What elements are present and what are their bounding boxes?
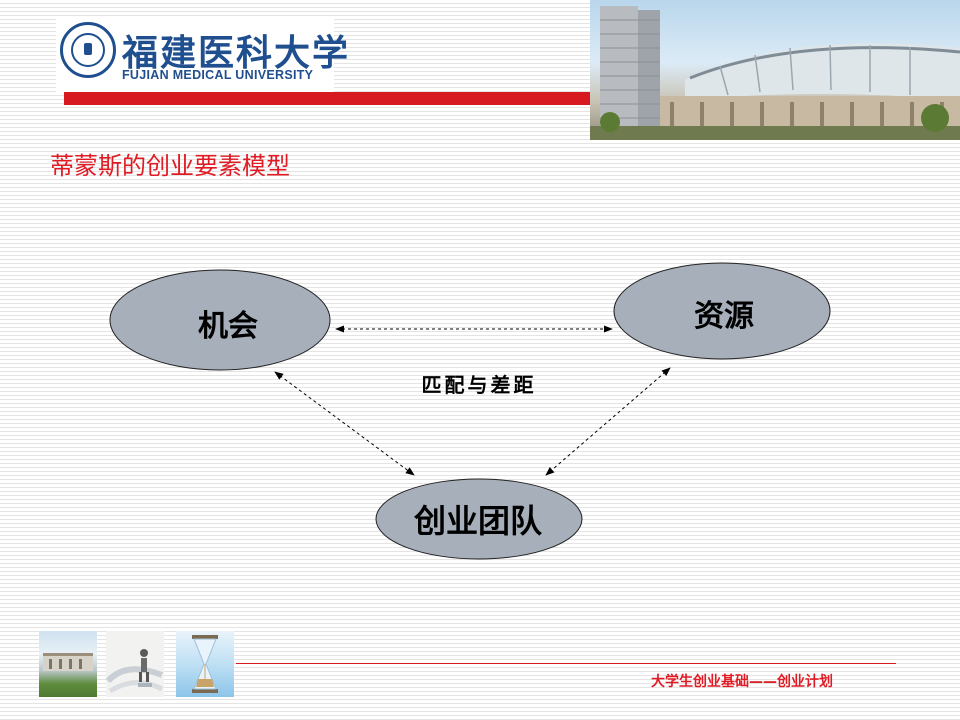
footer-course-title: 大学生创业基础——创业计划 [651,674,833,690]
center-label: 匹配与差距 [422,373,537,397]
footer-hourglass-thumbnail [176,631,234,697]
slide-title: 蒂蒙斯的创业要素模型 [50,152,290,180]
connector-opportunity-team [274,371,415,476]
footer-red-line [236,663,896,664]
footer-figure-thumbnail [106,631,164,697]
node-team: 创业团队 [375,478,583,560]
node-opportunity: 机会 [109,269,331,371]
node-opportunity-label: 机会 [198,309,258,344]
node-team-label: 创业团队 [413,502,543,540]
university-logo: 福建医科大学 FUJIAN MEDICAL UNIVERSITY [56,16,348,92]
node-resources-label: 资源 [694,299,754,334]
university-seal-icon [60,22,116,78]
campus-building-photo [590,0,960,140]
connector-resources-team [545,367,671,476]
university-name-en: FUJIAN MEDICAL UNIVERSITY [122,68,314,82]
university-name-cn: 福建医科大学 [122,32,351,74]
header-red-bar [64,92,590,105]
node-resources: 资源 [613,262,831,360]
footer-campus-thumbnail [39,631,97,697]
